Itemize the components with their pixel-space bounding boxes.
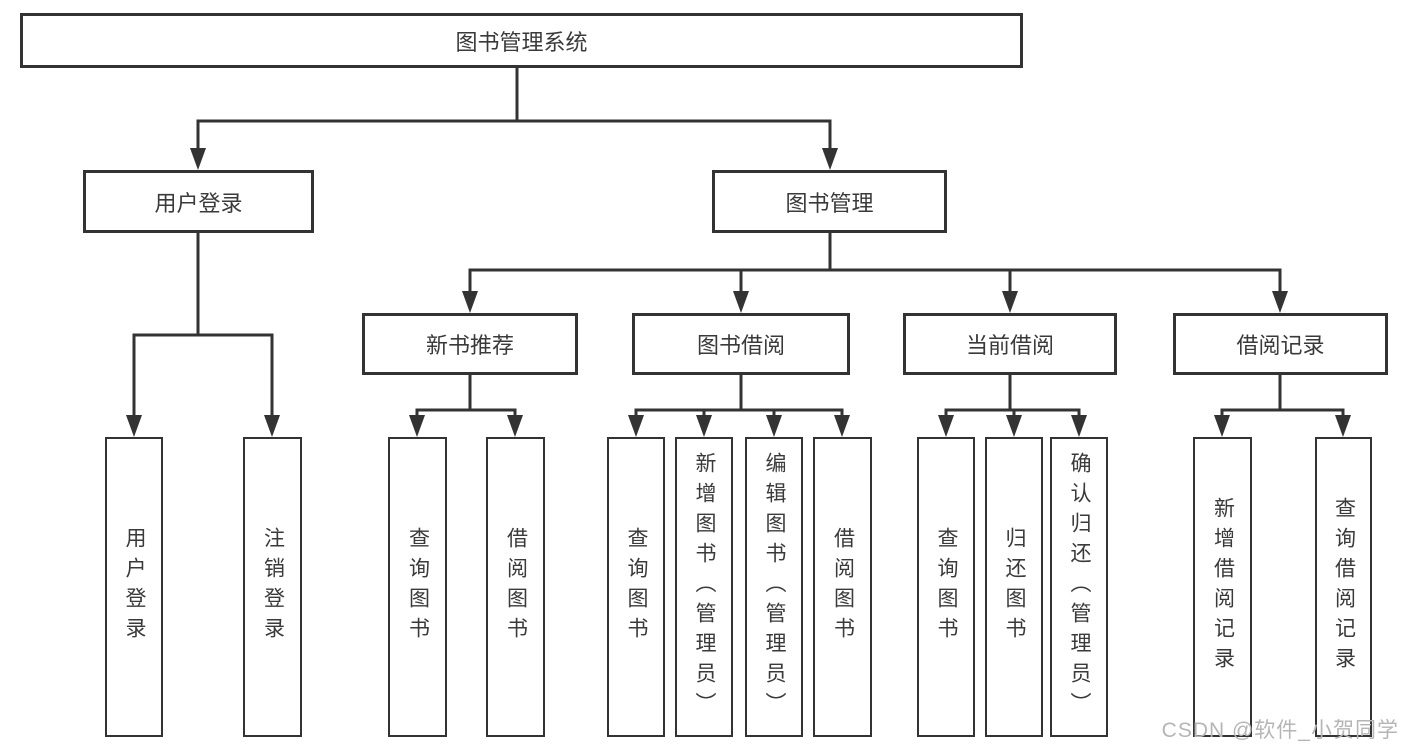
node-library-system: 图书管理系统 xyxy=(20,13,1023,68)
connector-user-login-branch xyxy=(132,233,274,419)
leaf-return-books: 归还图书 xyxy=(985,437,1043,737)
arrowheads-borrow-records-branch xyxy=(1214,415,1351,437)
arrowheads-level3 xyxy=(462,291,1288,313)
node-book-borrow: 图书借阅 xyxy=(632,313,850,375)
leaf-borrow-books: 借阅图书 xyxy=(813,437,872,737)
connector-borrow-records-branch xyxy=(1220,375,1345,419)
connector-current-borrow-branch xyxy=(944,375,1081,419)
node-current-borrow: 当前借阅 xyxy=(903,313,1117,375)
node-borrow-records: 借阅记录 xyxy=(1173,313,1388,375)
leaf-query-books-borrow: 查询图书 xyxy=(607,437,665,737)
leaf-add-books-admin: 新增图书（管理员） xyxy=(675,437,733,737)
connector-root-to-level2 xyxy=(196,68,832,152)
leaf-add-borrow-record: 新增借阅记录 xyxy=(1193,437,1252,737)
leaf-logout: 注销登录 xyxy=(243,437,302,737)
connector-new-book-branch xyxy=(415,375,517,419)
node-user-login: 用户登录 xyxy=(83,170,314,233)
arrowheads-level2 xyxy=(190,148,838,170)
connector-book-management-branch xyxy=(468,233,1282,295)
connector-book-borrow-branch xyxy=(634,375,844,419)
leaf-edit-books-admin: 编辑图书（管理员） xyxy=(745,437,803,737)
leaf-borrow-books-recommend: 借阅图书 xyxy=(486,437,545,737)
leaf-query-borrow-record: 查询借阅记录 xyxy=(1315,437,1372,737)
leaf-query-books-current: 查询图书 xyxy=(917,437,975,737)
arrowheads-current-borrow-branch xyxy=(938,415,1087,437)
arrowheads-new-book-branch xyxy=(409,415,523,437)
csdn-watermark: CSDN @软件_小贺同学 xyxy=(1161,719,1399,742)
leaf-confirm-return-admin: 确认归还（管理员） xyxy=(1050,437,1108,737)
arrowheads-user-login-branch xyxy=(126,415,280,437)
arrowheads-book-borrow-branch xyxy=(628,415,850,437)
node-new-book-recommend: 新书推荐 xyxy=(362,313,578,375)
leaf-query-books-recommend: 查询图书 xyxy=(388,437,447,737)
leaf-user-login: 用户登录 xyxy=(105,437,163,737)
node-book-management: 图书管理 xyxy=(712,170,947,233)
